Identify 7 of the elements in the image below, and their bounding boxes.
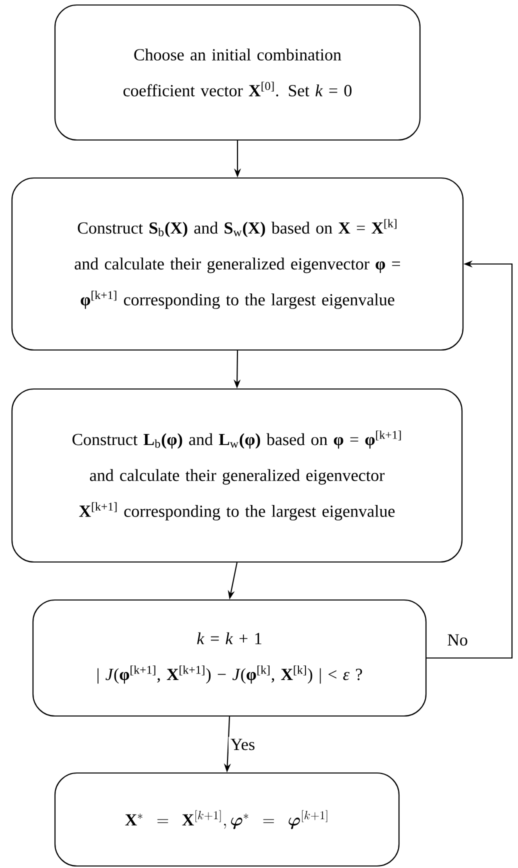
process-box: Construct L$_{b}$(φ) and L$_{w}$(φ) based on φ = φ$^{[k+1]}$ and calculate their generalized eigenvector X$^{[k+1]}$ corresponding to the largest eigenvalue bbox=[11, 388, 463, 563]
edge-label: Yes bbox=[228, 736, 258, 752]
process-box: k = k + 1 | J(φ$^{[k+1]}$, X$^{[k+1]}$) − J(φ$^{[k]}$, X$^{[k]}$) | < ε ? bbox=[32, 599, 427, 717]
edge-label: No bbox=[445, 632, 470, 648]
process-box: $\mathbf{X}^{*} = \mathbf{X}^{[k+1]}, \boldsymbol{\varphi}^{*} = \boldsymbol{\varphi}^{[k+1]}$ bbox=[54, 772, 400, 867]
process-box: Construct S$_{b}$(X) and S$_{w}$(X) based on X = X$^{[k]}$ and calculate their generalized eigenvector φ = φ$^{[k+1]}$ corresponding to the largest eigenvalue bbox=[11, 177, 464, 351]
process-box: Choose an initial combination coefficient vector X$^{[0]}$. Set k = 0 bbox=[54, 4, 421, 141]
